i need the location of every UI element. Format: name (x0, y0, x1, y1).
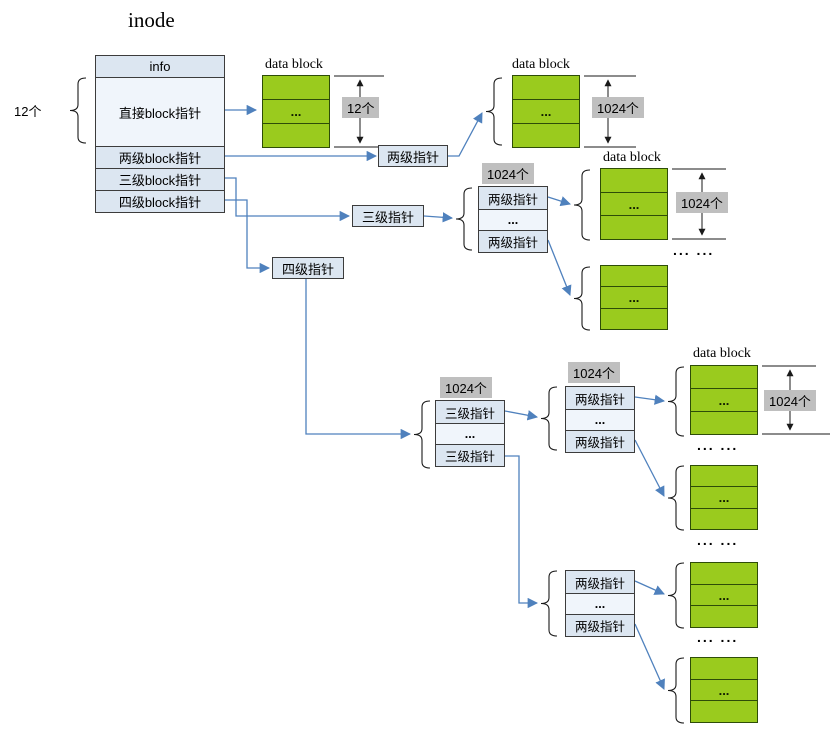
data-block-cell (691, 658, 757, 679)
data-block-cell (601, 215, 667, 239)
pointer-table-4: 两级指针 ... 两级指针 (565, 570, 635, 637)
more-blocks-ellipsis: ... ... (697, 437, 739, 453)
data-block: ... (690, 562, 758, 628)
data-block-cell (691, 700, 757, 722)
pointer-table-row: 两级指针 (566, 571, 634, 593)
triple-indirect-pointer-box: 三级指针 (352, 205, 424, 227)
data-block-cell (691, 466, 757, 486)
count-badge: 1024个 (676, 192, 728, 213)
data-block-title: data block (265, 57, 323, 72)
data-block-cell (601, 266, 667, 286)
pointer-table-row: 三级指针 (436, 444, 504, 466)
data-block: ... (690, 465, 758, 530)
data-block-ellipsis: ... (513, 99, 579, 123)
pointer-table-row: 两级指针 (479, 187, 547, 209)
data-block: ... (512, 75, 580, 148)
more-blocks-ellipsis: ... ... (697, 532, 739, 548)
direct-count-label: 12个 (14, 104, 42, 119)
data-block-cell (513, 76, 579, 99)
double-indirect-pointer-box: 两级指针 (378, 145, 448, 167)
data-block-cell (691, 563, 757, 584)
data-block-ellipsis: ... (691, 583, 757, 606)
pointer-table-row: 两级指针 (479, 230, 547, 252)
data-block: ... (690, 657, 758, 723)
pointer-table-ellipsis-row: ... (566, 593, 634, 614)
count-badge: 1024个 (568, 362, 620, 383)
pointer-table-row: 两级指针 (566, 387, 634, 409)
data-block: ... (262, 75, 330, 148)
data-block-ellipsis: ... (691, 388, 757, 411)
data-block-ellipsis: ... (691, 678, 757, 701)
count-badge: 1024个 (440, 377, 492, 398)
data-block-cell (513, 123, 579, 147)
data-block: ... (600, 265, 668, 330)
inode-row-triple-indirect: 三级block指针 (96, 168, 224, 190)
data-block-ellipsis: ... (601, 191, 667, 216)
inode-row-quad-indirect: 四级block指针 (96, 190, 224, 212)
data-block-title: data block (693, 346, 751, 361)
data-block-cell (691, 507, 757, 529)
data-block-ellipsis: ... (601, 286, 667, 307)
data-block-cell (691, 411, 757, 434)
quad-indirect-pointer-box: 四级指针 (272, 257, 344, 279)
data-block-cell (601, 169, 667, 192)
data-block-title: data block (512, 57, 570, 72)
pointer-table-row: 三级指针 (436, 401, 504, 423)
inode-row-double-indirect: 两级block指针 (96, 146, 224, 168)
pointer-table-ellipsis-row: ... (479, 209, 547, 230)
pointer-table-row: 两级指针 (566, 614, 634, 636)
pointer-table-1: 两级指针 ... 两级指针 (478, 186, 548, 253)
inode-row-direct: 直接block指针 (96, 77, 224, 146)
data-block-cell (691, 605, 757, 627)
data-block-cell (263, 76, 329, 99)
count-badge: 1024个 (592, 97, 644, 118)
data-block-ellipsis: ... (691, 486, 757, 507)
more-blocks-ellipsis: ... ... (673, 242, 715, 258)
data-block-cell (263, 123, 329, 147)
count-badge: 12个 (342, 97, 380, 118)
inode-table: info 直接block指针 两级block指针 三级block指针 四级blo… (95, 55, 225, 213)
pointer-table-3: 两级指针 ... 两级指针 (565, 386, 635, 453)
inode-row-info: info (96, 56, 224, 77)
count-badge: 1024个 (482, 163, 534, 184)
pointer-table-2: 三级指针 ... 三级指针 (435, 400, 505, 467)
data-block-cell (601, 307, 667, 329)
data-block-cell (691, 366, 757, 388)
more-blocks-ellipsis: ... ... (697, 629, 739, 645)
data-block: ... (600, 168, 668, 240)
data-block-title: data block (603, 150, 661, 165)
count-badge: 1024个 (764, 390, 816, 411)
pointer-table-ellipsis-row: ... (436, 423, 504, 444)
data-block-ellipsis: ... (263, 99, 329, 123)
diagram-title: inode (128, 8, 175, 32)
pointer-table-ellipsis-row: ... (566, 409, 634, 430)
pointer-table-row: 两级指针 (566, 430, 634, 452)
data-block: ... (690, 365, 758, 435)
